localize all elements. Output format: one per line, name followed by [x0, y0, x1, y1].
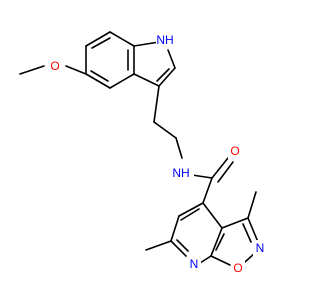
bond-c4-c5p-inner	[180, 208, 200, 221]
bond-c6-c7-inner	[91, 37, 111, 49]
bond-c6-c7	[85, 31, 111, 47]
structure-svg: NH O NH O N O N	[19, 31, 267, 276]
atom-n-pyridine: N	[190, 257, 199, 271]
bond-ch3-o	[19, 65, 45, 75]
bond-c3-n2-inner	[242, 223, 252, 243]
bond-c6p-methyl	[145, 240, 172, 251]
molecule-diagram: NH O NH O N O N	[19, 31, 267, 276]
bond-c7a-c3a-inner	[215, 233, 225, 251]
bond-c2-c3	[158, 67, 176, 87]
bond-c3-ch2a	[153, 85, 160, 123]
bond-c7a-c3a-p	[210, 227, 223, 257]
atom-labels: NH O NH O N O N	[48, 32, 267, 276]
bond-c7a-n1	[133, 41, 160, 47]
atom-o-isoxazole: O	[233, 261, 242, 275]
bond-c5p-c6p	[170, 215, 180, 242]
bond-c4-c5-inner	[90, 70, 109, 82]
atom-o-carbonyl: O	[230, 144, 239, 158]
bond-n7-c7a	[199, 255, 212, 264]
atom-n-amide: NH	[172, 166, 189, 180]
bond-ch2b-n	[175, 137, 183, 159]
bond-c3-n2	[247, 217, 259, 243]
atom-o-methoxy: O	[50, 59, 59, 73]
bond-c2-c3-inner	[156, 68, 170, 82]
bond-carbonyl-c-o-2	[217, 161, 234, 183]
bond-c3a-c3	[221, 217, 249, 229]
bond-c6p-n7	[170, 240, 187, 257]
bond-c4-c5	[85, 73, 111, 89]
bond-c3a-c4	[202, 202, 223, 229]
atom-n-indole: NH	[156, 33, 173, 47]
bond-carbonyl-c-c4	[202, 177, 213, 204]
bond-c3a-c4	[109, 73, 135, 89]
bond-c3-methyl	[247, 191, 257, 219]
bond-c6p-n7-inner	[176, 239, 189, 252]
bond-carbonyl-c-o-1	[211, 157, 229, 179]
bond-n1-c2	[167, 49, 176, 69]
bond-o-c5	[65, 65, 87, 75]
bond-ch2a-ch2b	[153, 121, 177, 139]
bond-c3-c3a	[133, 73, 160, 87]
bond-c4-c5p	[178, 202, 204, 217]
bonds	[19, 31, 259, 266]
atom-n-isoxazole: N	[256, 241, 265, 255]
bond-c7-c7a	[109, 31, 135, 47]
bond-n-carbonyl-c	[191, 174, 213, 179]
bond-o1-c7a	[210, 255, 231, 266]
